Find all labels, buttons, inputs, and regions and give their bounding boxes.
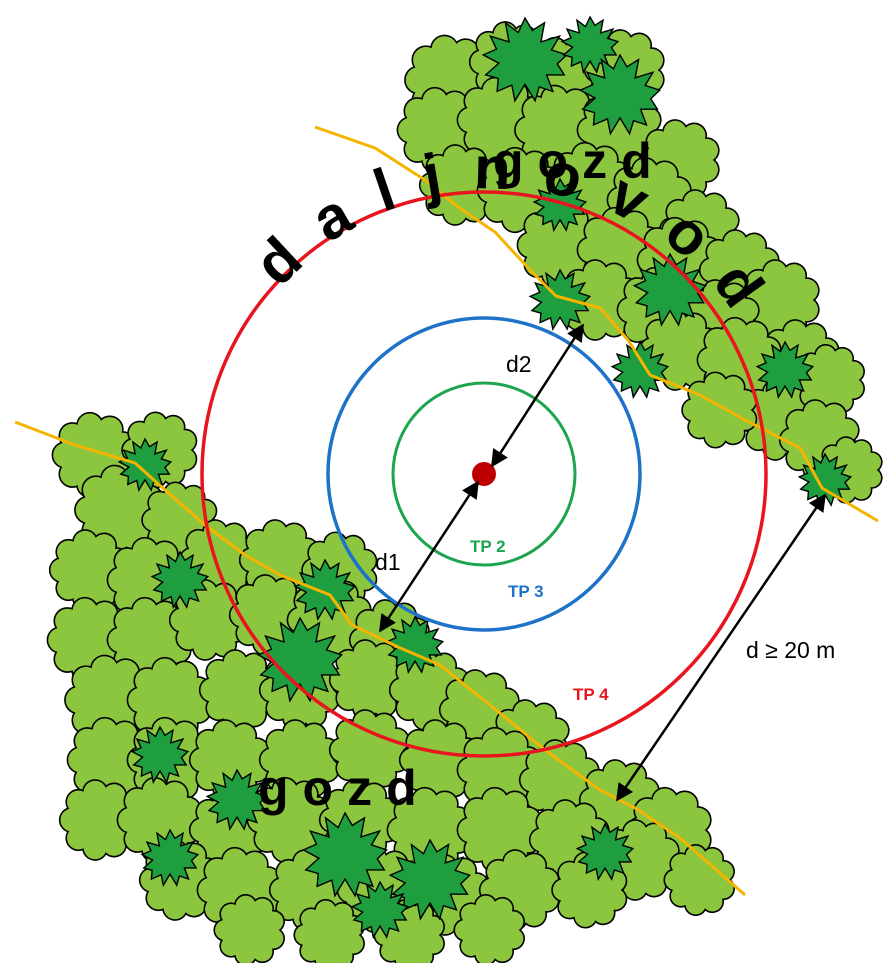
conifer-tree-crown bbox=[528, 268, 592, 332]
forest-edge-line-top bbox=[314, 125, 879, 523]
zone-label-tp3: TP 3 bbox=[508, 582, 544, 601]
forest-label-bottom: gozd bbox=[258, 760, 431, 816]
deciduous-tree-crown bbox=[58, 779, 140, 861]
deciduous-tree-crown bbox=[398, 719, 480, 801]
conifer-tree-crown bbox=[632, 252, 708, 327]
conifer-tree-crown bbox=[301, 811, 389, 898]
conifer-tree-crown bbox=[560, 15, 620, 75]
arrow-d-min bbox=[615, 493, 827, 802]
deciduous-tree-crown bbox=[453, 894, 525, 963]
deciduous-tree-crown bbox=[293, 899, 365, 963]
conifer-tree-crown bbox=[140, 828, 200, 888]
distance-label-d-min: d ≥ 20 m bbox=[746, 637, 835, 663]
forest-edge-line-bottom bbox=[14, 420, 746, 897]
deciduous-tree-crown bbox=[681, 371, 758, 449]
zone-circle-tp4 bbox=[200, 190, 768, 758]
conifer-tree-crown bbox=[205, 768, 269, 832]
deciduous-tree-crown bbox=[418, 144, 500, 226]
conifer-tree-crown bbox=[481, 16, 569, 103]
zone-circle-tp3 bbox=[326, 316, 642, 632]
distance-label-d1: d1 bbox=[375, 549, 401, 575]
conifer-tree-crown bbox=[117, 437, 173, 493]
tower-location-dot bbox=[472, 462, 496, 486]
conifer-tree-crown bbox=[610, 340, 670, 400]
zone-circle-tp2 bbox=[391, 381, 577, 567]
conifer-tree-crown bbox=[256, 616, 344, 703]
conifer-tree-crown bbox=[350, 880, 410, 940]
conifer-tree-crown bbox=[575, 822, 635, 882]
conifer-tree-crown bbox=[532, 177, 588, 233]
zone-label-tp4: TP 4 bbox=[573, 685, 609, 704]
conifer-tree-crown bbox=[150, 550, 210, 610]
conifer-tree-crown bbox=[755, 340, 815, 400]
arrow-d2 bbox=[490, 323, 585, 468]
deciduous-tree-crown bbox=[213, 894, 285, 963]
conifer-tree-crown bbox=[130, 725, 190, 785]
conifer-tree-crown bbox=[293, 558, 357, 622]
arrow-d1 bbox=[378, 480, 480, 633]
forest-bottom-canopy bbox=[46, 411, 735, 963]
distance-label-d2: d2 bbox=[506, 351, 532, 377]
zone-label-tp2: TP 2 bbox=[470, 537, 506, 556]
forest-top-canopy bbox=[396, 15, 883, 508]
forest-label-top: gozd bbox=[493, 133, 666, 189]
conifer-tree-crown bbox=[578, 53, 662, 136]
conifer-tree-crown bbox=[388, 838, 472, 921]
deciduous-tree-crown bbox=[328, 709, 410, 791]
deciduous-tree-crown bbox=[663, 844, 735, 916]
